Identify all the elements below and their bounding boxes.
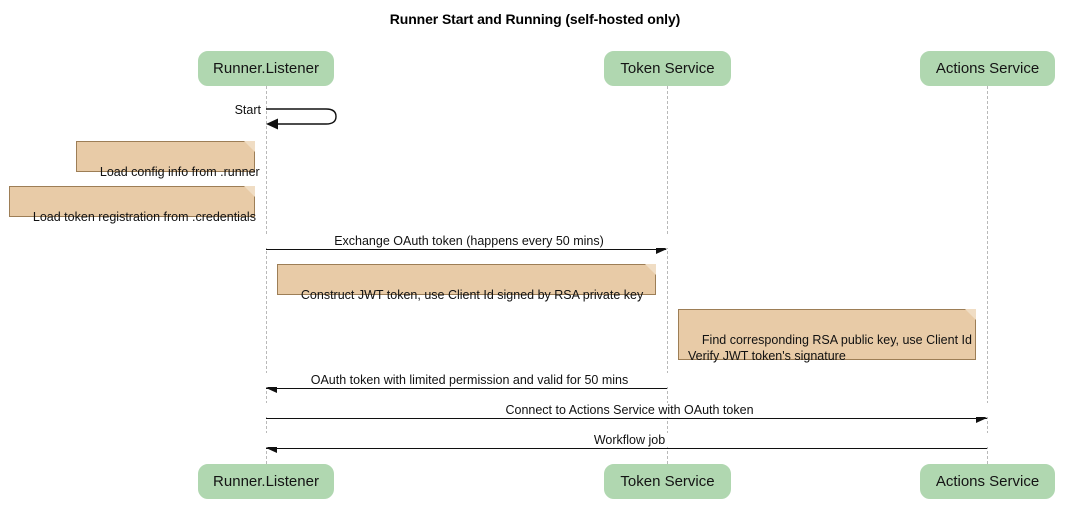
lifeline-token xyxy=(667,86,668,464)
note-fold-corner-icon xyxy=(244,141,255,152)
note-verify-jwt: Find corresponding RSA public key, use C… xyxy=(678,309,976,363)
participant-runner-bottom[interactable]: Runner.Listener xyxy=(198,464,334,499)
note-text: Find corresponding RSA public key, use C… xyxy=(688,333,972,363)
participant-token-top[interactable]: Token Service xyxy=(604,51,731,86)
participant-label: Runner.Listener xyxy=(213,473,319,490)
message-oauth-return-arrowhead xyxy=(266,383,277,393)
lifeline-runner xyxy=(266,86,267,464)
lifeline-actions xyxy=(987,86,988,464)
message-exchange-oauth-line xyxy=(266,249,666,250)
participant-actions-top[interactable]: Actions Service xyxy=(920,51,1055,86)
message-connect-actions-label: Connect to Actions Service with OAuth to… xyxy=(266,403,993,417)
message-workflow-job-line xyxy=(266,448,987,449)
participant-token-bottom[interactable]: Token Service xyxy=(604,464,731,499)
note-load-token-registration: Load token registration from .credential… xyxy=(9,186,256,224)
note-fold-corner-icon xyxy=(965,309,976,320)
participant-label: Actions Service xyxy=(935,60,1040,77)
message-connect-actions-arrowhead xyxy=(976,413,987,423)
message-oauth-return-label: OAuth token with limited permission and … xyxy=(266,373,673,387)
note-construct-jwt: Construct JWT token, use Client Id signe… xyxy=(277,264,656,302)
participant-label: Runner.Listener xyxy=(213,60,319,77)
participant-label: Token Service xyxy=(620,60,715,77)
message-workflow-job-label: Workflow job xyxy=(266,433,993,447)
message-exchange-oauth-label: Exchange OAuth token (happens every 50 m… xyxy=(266,234,672,248)
message-exchange-oauth-arrowhead xyxy=(656,244,667,254)
note-text: Construct JWT token, use Client Id signe… xyxy=(300,288,644,302)
participant-label: Actions Service xyxy=(935,473,1040,490)
note-fold-corner-icon xyxy=(244,186,255,197)
note-load-config: Load config info from .runner xyxy=(76,141,260,179)
message-workflow-job-arrowhead xyxy=(266,443,277,453)
self-message-start-label: Start xyxy=(234,103,261,117)
note-text: Load config info from .runner xyxy=(99,165,260,179)
self-message-start-loop xyxy=(266,108,337,130)
message-connect-actions-line xyxy=(266,418,987,419)
participant-label: Token Service xyxy=(620,473,715,490)
message-oauth-return-line xyxy=(266,388,667,389)
page-title: Runner Start and Running (self-hosted on… xyxy=(389,11,681,27)
note-fold-corner-icon xyxy=(645,264,656,275)
participant-actions-bottom[interactable]: Actions Service xyxy=(920,464,1055,499)
note-text: Load token registration from .credential… xyxy=(32,210,256,224)
participant-runner-top[interactable]: Runner.Listener xyxy=(198,51,334,86)
